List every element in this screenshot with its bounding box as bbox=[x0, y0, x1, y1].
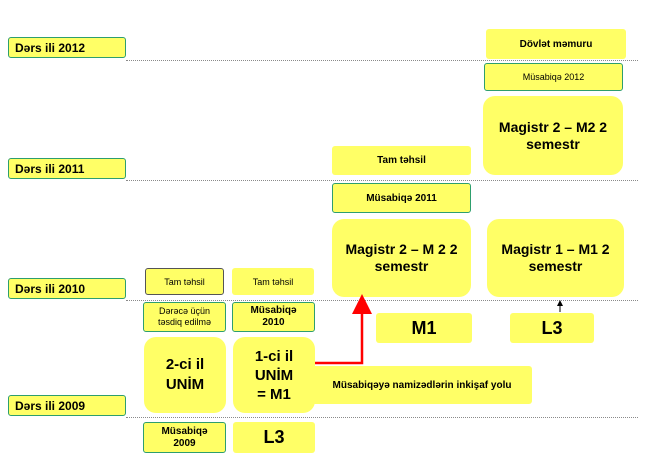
year-label-2009: Dərs ili 2009 bbox=[8, 395, 126, 416]
year-line-2011 bbox=[126, 180, 638, 181]
col4-magistr-m1: Magistr 1 – M1 2 semestr bbox=[487, 219, 624, 297]
path-label: Müsabiqəyə namizədlərin inkişaf yolu bbox=[312, 366, 532, 404]
year-label-2012: Dərs ili 2012 bbox=[8, 37, 126, 58]
col3-magistr-m2: Magistr 2 – M 2 2 semestr bbox=[332, 219, 471, 297]
col2-first-year-unim-m1: 1-ci il UNİM = M1 bbox=[233, 337, 315, 413]
progression-arrow bbox=[315, 294, 372, 365]
col2-competition-2010: Müsabiqə 2010 bbox=[232, 302, 315, 332]
col1-competition-2009: Müsabiqə 2009 bbox=[143, 422, 226, 453]
col4-competition-2012: Müsabiqə 2012 bbox=[484, 63, 623, 91]
col1-degree-confirmation: Dərəcə üçün təsdiq edilmə bbox=[143, 302, 226, 332]
year-label-2010: Dərs ili 2010 bbox=[8, 278, 126, 299]
col3-full-study: Tam təhsil bbox=[332, 146, 471, 175]
col4-civil-servant: Dövlət məmuru bbox=[486, 29, 626, 59]
col4-l3: L3 bbox=[510, 313, 594, 343]
col4-magistr-m2: Magistr 2 – M2 2 semestr bbox=[483, 96, 623, 175]
year-line-2009 bbox=[126, 417, 638, 418]
col1-full-study: Tam təhsil bbox=[145, 268, 224, 295]
col2-full-study: Tam təhsil bbox=[232, 268, 314, 295]
col1-second-year-unim: 2-ci il UNİM bbox=[144, 337, 226, 413]
col3-m1: M1 bbox=[376, 313, 472, 343]
year-line-2012 bbox=[126, 60, 638, 61]
year-line-2010 bbox=[126, 300, 638, 301]
year-label-2011: Dərs ili 2011 bbox=[8, 158, 126, 179]
col2-l3: L3 bbox=[233, 422, 315, 453]
col3-competition-2011: Müsabiqə 2011 bbox=[332, 183, 471, 213]
